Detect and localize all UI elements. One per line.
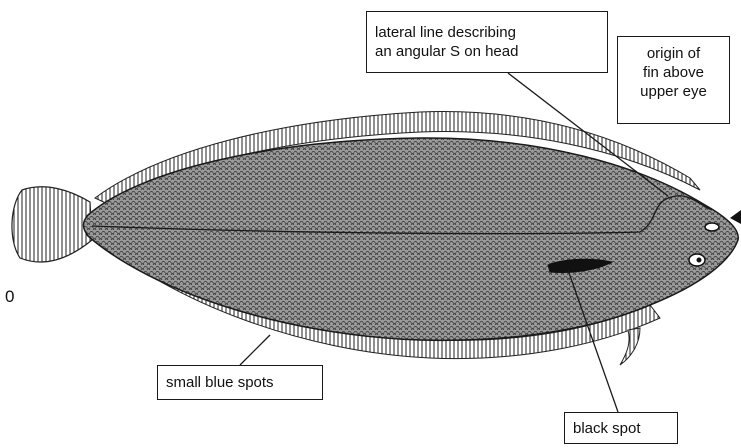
label-lateral-line: lateral line describing an angular S on … xyxy=(366,11,608,73)
label-blue-text: small blue spots xyxy=(166,373,314,392)
label-origin-1: origin of xyxy=(626,44,721,63)
snout-arrow-icon xyxy=(730,210,741,224)
label-origin-of-fin: origin of fin above upper eye xyxy=(617,36,730,124)
eye-icon xyxy=(705,223,719,231)
label-lateral-line-2: an angular S on head xyxy=(375,42,599,61)
label-black-text: black spot xyxy=(573,419,669,438)
stray-digit: 0 xyxy=(5,287,14,307)
label-origin-3: upper eye xyxy=(626,82,721,101)
label-black-spot: black spot xyxy=(564,412,678,444)
pelvic-fin xyxy=(620,328,640,365)
pointer-blue xyxy=(240,335,270,365)
label-small-blue-spots: small blue spots xyxy=(157,365,323,400)
label-origin-2: fin above xyxy=(626,63,721,82)
label-lateral-line-1: lateral line describing xyxy=(375,23,599,42)
caudal-fin xyxy=(12,187,92,262)
